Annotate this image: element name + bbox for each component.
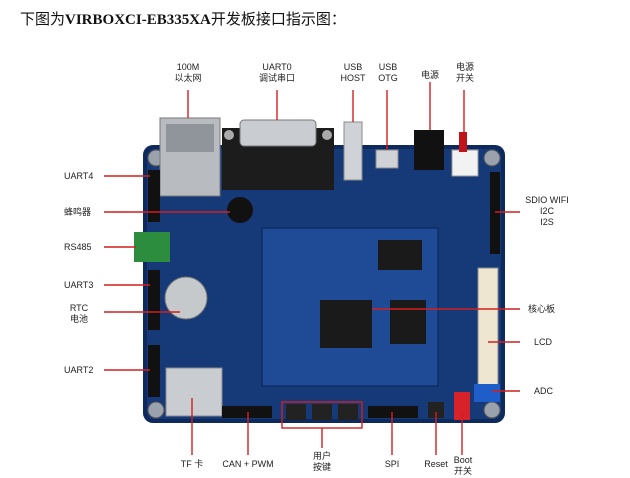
- label-user-keys: 用户 按键: [306, 451, 338, 473]
- label-reset-text: Reset: [424, 459, 448, 469]
- heading-prefix: 下图为: [20, 12, 66, 28]
- label-lcd-text: LCD: [534, 337, 553, 347]
- label-buzzer-text: 蜂鸣器: [64, 207, 92, 217]
- db9-serial-port: [222, 119, 334, 190]
- label-usb-host-line1: USB: [343, 62, 363, 72]
- label-power: 电源: [414, 70, 446, 81]
- label-usb-otg: USB OTG: [374, 62, 402, 84]
- label-uart0-name: UART0: [262, 62, 292, 72]
- reset-button-part: [428, 402, 444, 418]
- boot-switch-part: [454, 392, 470, 420]
- label-uart2-text: UART2: [64, 365, 94, 375]
- label-adc: ADC: [534, 386, 553, 397]
- label-uart2: UART2: [64, 365, 93, 376]
- label-spi-text: SPI: [384, 459, 400, 469]
- label-usb-otg-line1: USB: [378, 62, 398, 72]
- label-usb-host-line2: HOST: [340, 73, 366, 83]
- label-uart4-text: UART4: [64, 171, 94, 181]
- dc-power-jack: [414, 130, 444, 170]
- label-reset: Reset: [418, 459, 454, 470]
- label-power-switch-line1: 电源: [455, 62, 474, 72]
- label-user-keys-line2: 按键: [312, 462, 331, 472]
- label-lcd: LCD: [534, 337, 552, 348]
- label-ethernet-name: 以太网: [174, 73, 202, 83]
- label-can-pwm-text: CAN + PWM: [222, 459, 274, 469]
- label-sdio: SDIO WIFI I2C I2S: [522, 195, 572, 228]
- label-usb-host: USB HOST: [338, 62, 368, 84]
- label-uart3: UART3: [64, 280, 93, 291]
- lcd-connector: [477, 267, 499, 387]
- heading-board-name: VIRBOXCI-EB335XA: [65, 12, 211, 28]
- label-sdio-line3: I2S: [540, 217, 554, 227]
- label-core-board-text: 核心板: [528, 304, 556, 314]
- usb-otg-port: [375, 149, 399, 169]
- label-sdio-line1: SDIO WIFI: [525, 195, 569, 205]
- label-sdio-line2: I2C: [539, 206, 554, 216]
- can-pwm-header: [222, 406, 272, 418]
- label-uart4: UART4: [64, 171, 93, 182]
- label-uart0-desc: 调试串口: [258, 73, 295, 83]
- label-boot-line2: 开关: [453, 466, 472, 476]
- label-adc-text: ADC: [534, 386, 554, 396]
- label-core-board: 核心板: [528, 304, 555, 315]
- power-switch-part: [451, 132, 479, 177]
- right-header: [490, 172, 500, 254]
- usb-host-port: [343, 121, 363, 181]
- rs485-terminal: [134, 232, 170, 262]
- left-headers: [148, 170, 160, 397]
- label-tf-card: TF 卡: [170, 459, 214, 470]
- core-module: [261, 227, 439, 387]
- label-spi: SPI: [378, 459, 406, 470]
- label-power-switch: 电源 开关: [450, 62, 480, 84]
- label-uart3-text: UART3: [64, 280, 94, 290]
- page-heading: 下图为VIRBOXCI-EB335XA开发板接口指示图：: [20, 8, 346, 29]
- label-buzzer: 蜂鸣器: [64, 207, 91, 218]
- tf-card-slot: [165, 367, 223, 417]
- adc-potentiometer: [474, 384, 500, 402]
- spi-header: [368, 406, 418, 418]
- label-rs485: RS485: [64, 242, 92, 253]
- label-rs485-text: RS485: [64, 242, 92, 252]
- ethernet-jack: [159, 117, 221, 197]
- label-boot-line1: Boot: [453, 455, 473, 465]
- label-power-text: 电源: [420, 70, 439, 80]
- pointer-lines: [104, 82, 520, 455]
- label-ethernet: 100M 以太网: [166, 62, 210, 84]
- label-rtc-line1: RTC: [69, 303, 89, 313]
- rtc-battery: [164, 276, 208, 320]
- heading-suffix: 开发板接口指示图：: [210, 12, 346, 28]
- label-boot-switch: Boot 开关: [448, 455, 478, 477]
- label-user-keys-line1: 用户: [312, 451, 331, 461]
- label-can-pwm: CAN + PWM: [220, 459, 276, 470]
- label-rtc-line2: 电池: [69, 314, 88, 324]
- buzzer-part: [227, 197, 253, 223]
- label-power-switch-line2: 开关: [455, 73, 474, 83]
- label-usb-otg-line2: OTG: [378, 73, 398, 83]
- label-tf-card-text: TF 卡: [180, 459, 204, 469]
- label-uart0: UART0 调试串口: [252, 62, 302, 84]
- label-ethernet-speed: 100M: [176, 62, 200, 72]
- user-key-buttons: [286, 404, 358, 420]
- label-rtc: RTC 电池: [64, 303, 94, 325]
